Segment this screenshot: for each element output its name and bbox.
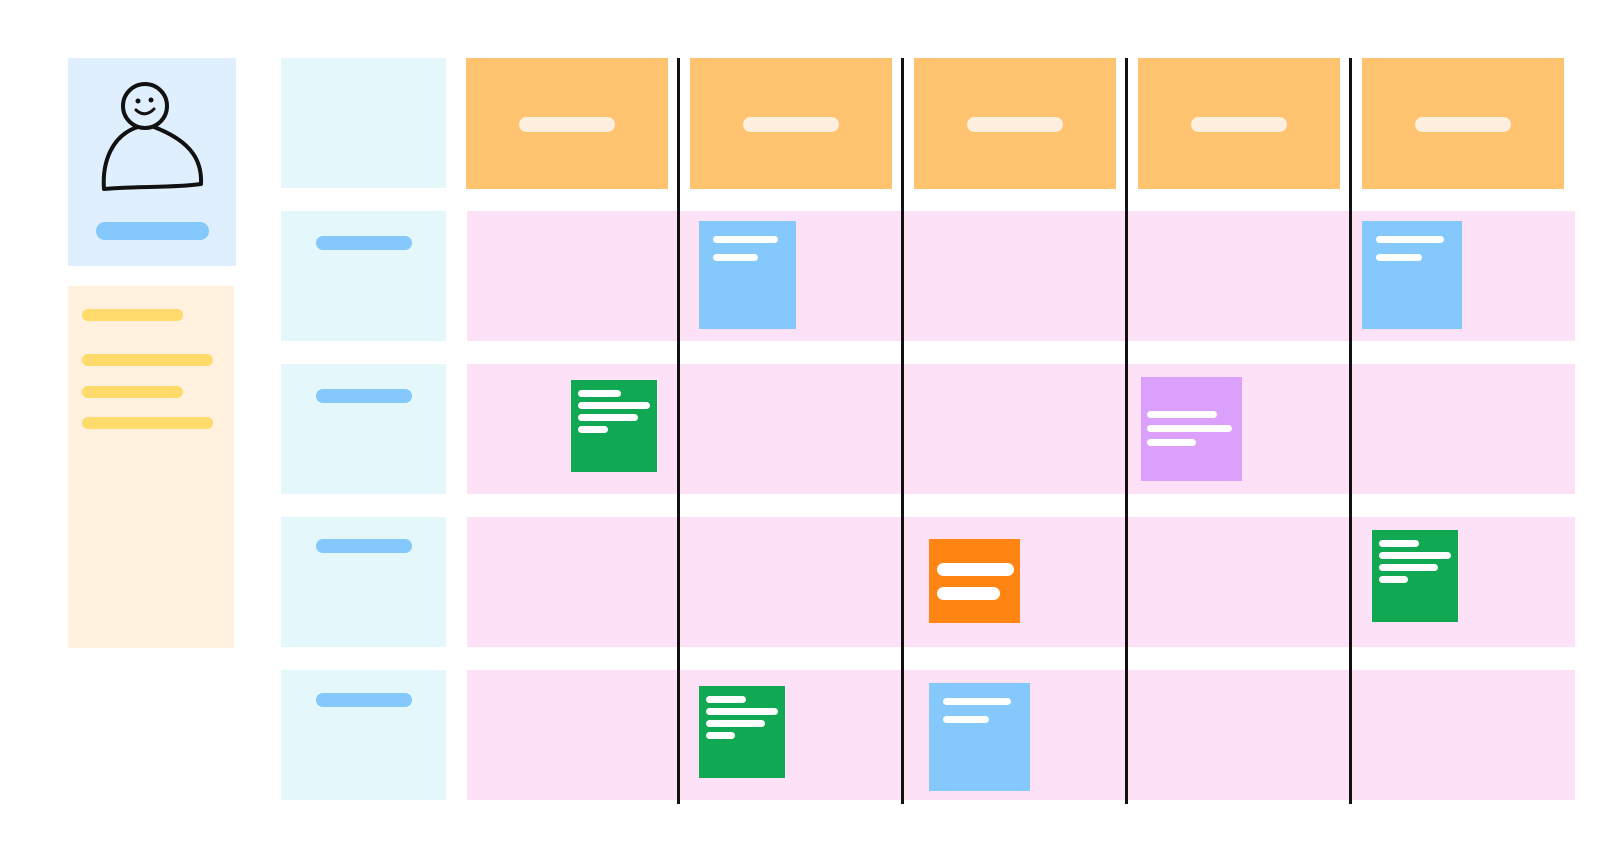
sticky-text-line <box>713 236 778 243</box>
sticky-note-green[interactable] <box>571 380 657 472</box>
note-line <box>82 354 213 366</box>
column-label <box>1415 117 1511 132</box>
sticky-text-line <box>706 732 735 739</box>
sticky-note-green[interactable] <box>1372 530 1458 622</box>
column-label <box>519 117 615 132</box>
column-divider <box>1349 58 1352 804</box>
row-header-1 <box>281 211 446 341</box>
sticky-text-line <box>706 708 778 715</box>
sticky-text-line <box>1147 411 1217 418</box>
sticky-text-line <box>943 698 1011 705</box>
sticky-note-blue[interactable] <box>1362 221 1462 329</box>
sticky-text-line <box>706 720 765 727</box>
column-divider <box>1125 58 1128 804</box>
person-sketch-icon <box>101 82 204 191</box>
sticky-text-line <box>706 696 746 703</box>
sticky-note-purple[interactable] <box>1141 377 1242 481</box>
sticky-text-line <box>1147 425 1232 432</box>
sticky-text-line <box>1376 254 1422 261</box>
sticky-note-blue[interactable] <box>699 221 796 329</box>
row-label <box>316 693 412 707</box>
row-label <box>316 389 412 403</box>
column-label <box>967 117 1063 132</box>
sticky-text-line <box>1147 439 1196 446</box>
sticky-text-line <box>1379 540 1419 547</box>
sticky-note-green[interactable] <box>699 686 785 778</box>
row-header-4 <box>281 670 446 800</box>
note-line <box>82 417 213 429</box>
row-header-2 <box>281 364 446 494</box>
column-label <box>743 117 839 132</box>
corner-cell <box>281 58 446 188</box>
sticky-text-line <box>578 426 608 433</box>
column-divider <box>901 58 904 804</box>
note-line <box>82 309 183 321</box>
sticky-text-line <box>1379 576 1408 583</box>
sticky-text-line <box>578 402 650 409</box>
persona-name-placeholder <box>96 222 209 240</box>
row-label <box>316 539 412 553</box>
column-divider <box>677 58 680 804</box>
persona-notes-card <box>68 286 234 648</box>
sticky-text-line <box>1379 564 1438 571</box>
sticky-note-blue[interactable] <box>929 683 1030 791</box>
sticky-text-line <box>713 254 758 261</box>
row-label <box>316 236 412 250</box>
sticky-text-line <box>578 414 638 421</box>
sticky-text-line <box>937 563 1014 576</box>
row-header-3 <box>281 517 446 647</box>
sticky-note-orange[interactable] <box>929 539 1020 623</box>
sticky-text-line <box>1379 552 1451 559</box>
sticky-text-line <box>943 716 989 723</box>
sticky-text-line <box>937 587 1000 600</box>
sticky-text-line <box>1376 236 1444 243</box>
sticky-text-line <box>578 390 621 397</box>
note-line <box>82 386 183 398</box>
column-label <box>1191 117 1287 132</box>
